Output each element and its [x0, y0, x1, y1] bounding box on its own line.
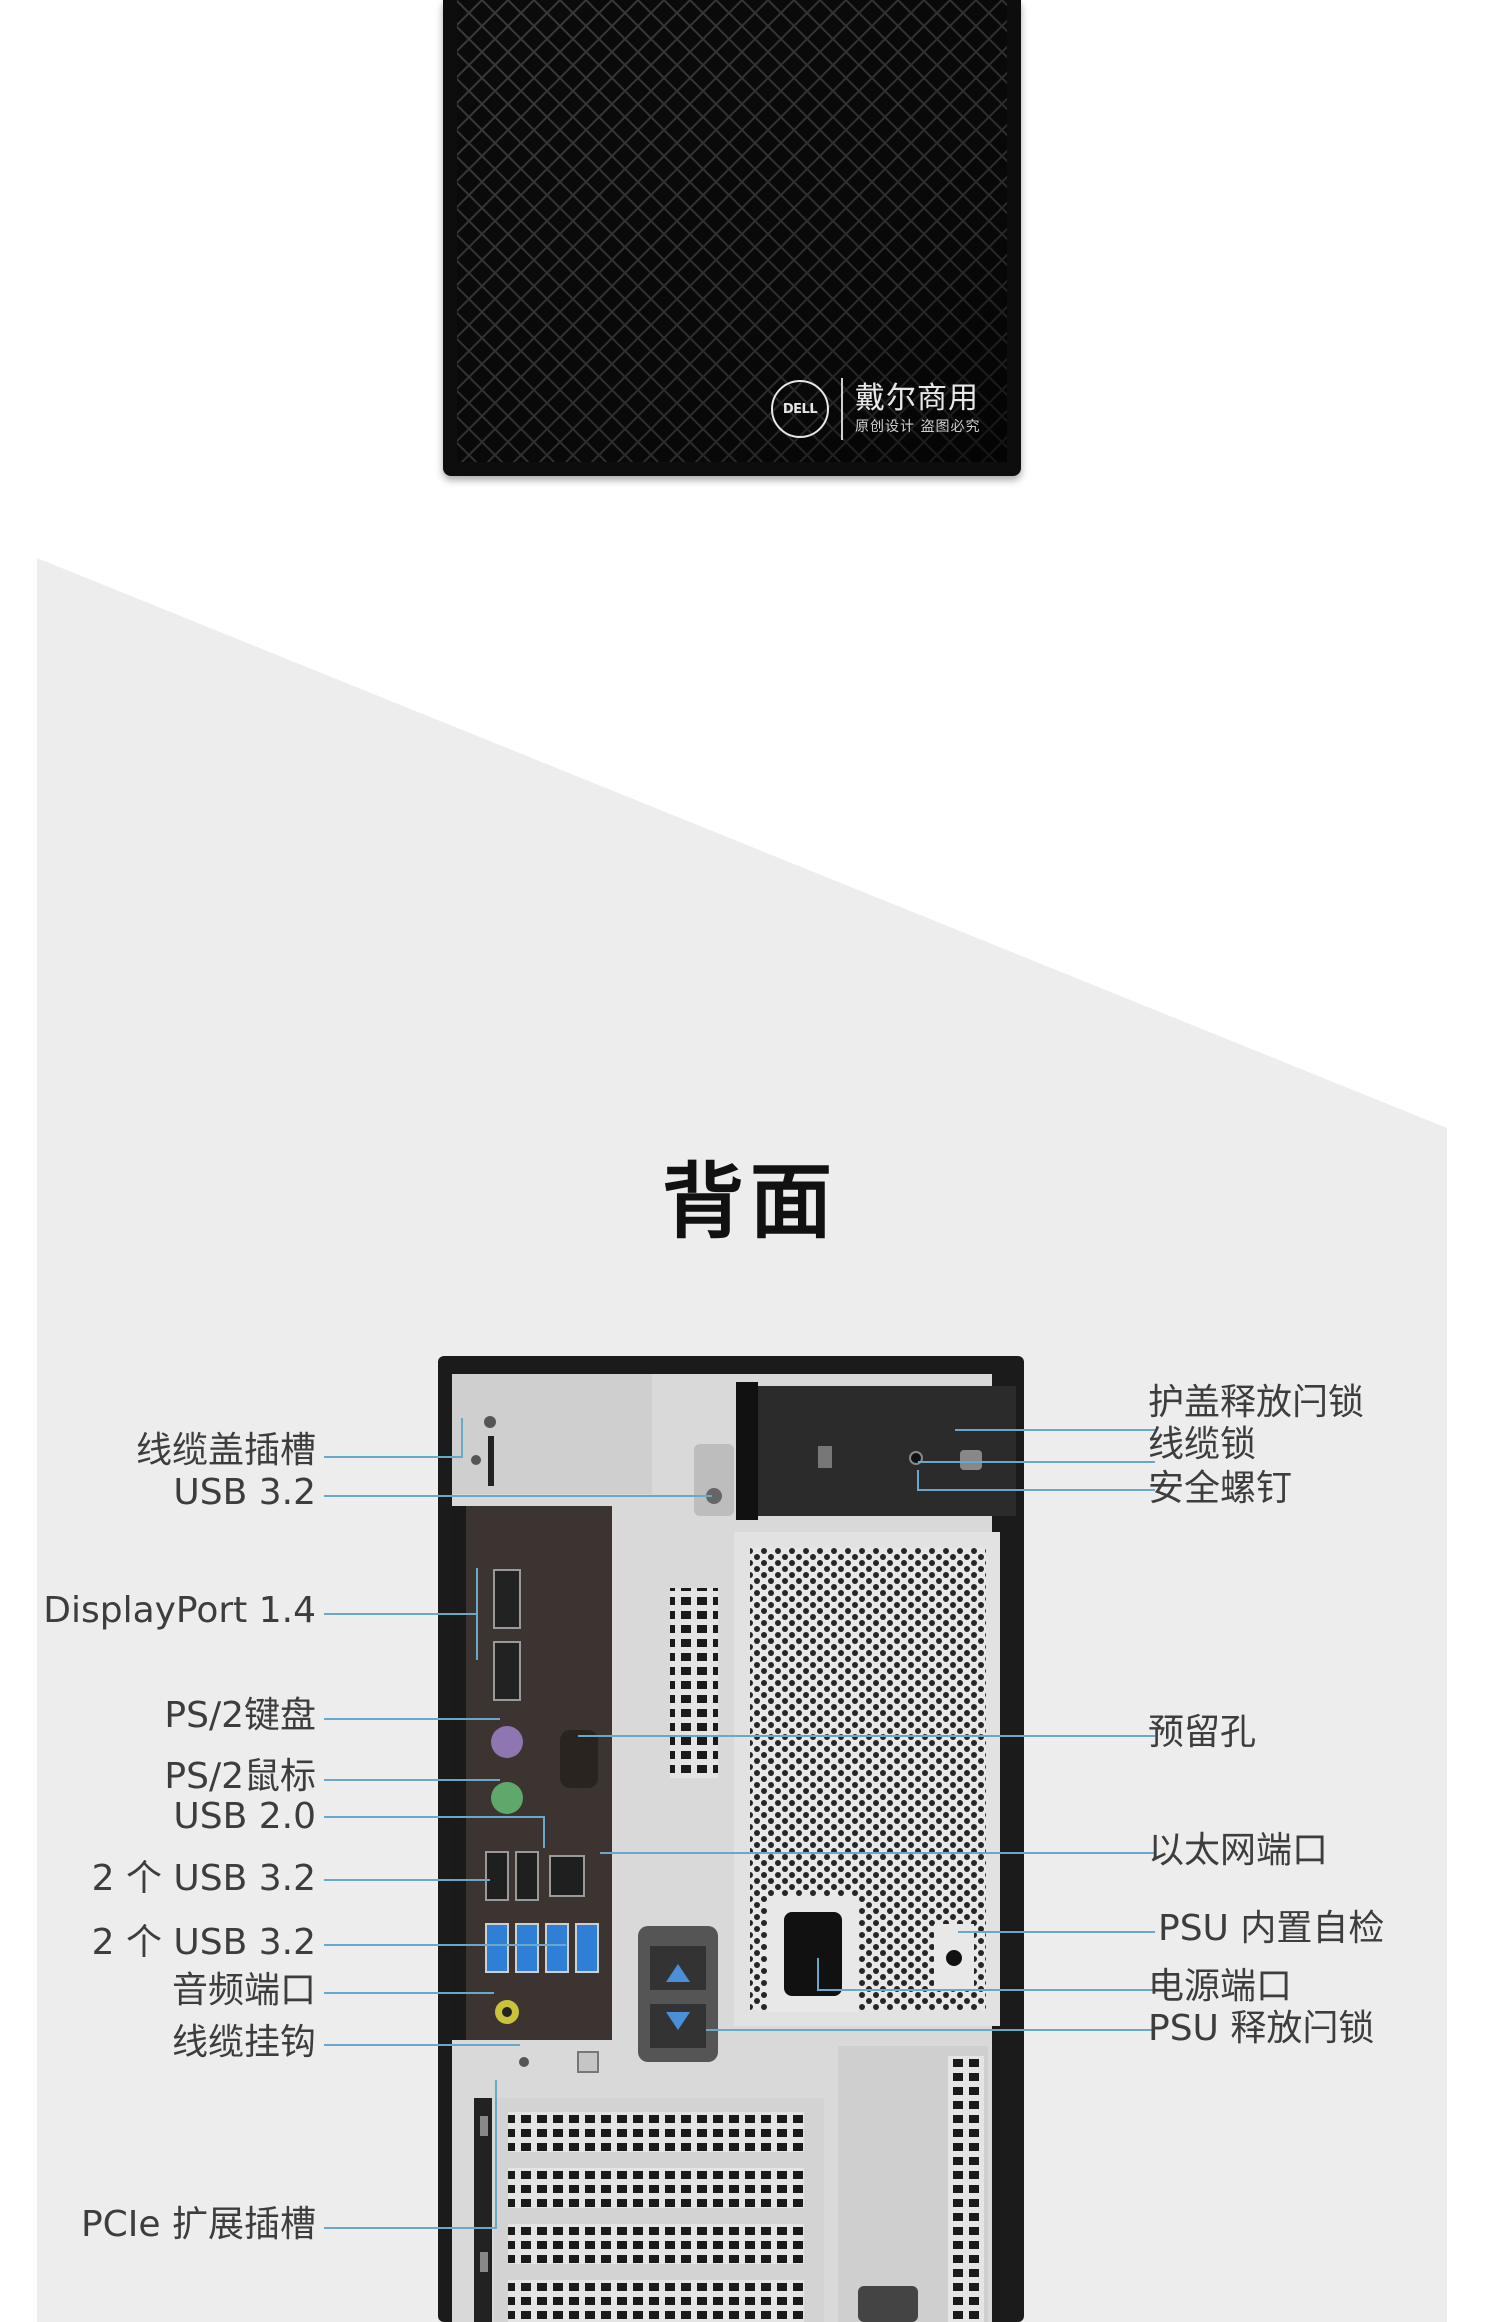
front-panel-image: DELL 戴尔商用 原创设计 盗图必究	[443, 0, 1021, 476]
section-title: 背面	[661, 1155, 838, 1250]
logo-divider	[841, 378, 843, 440]
dell-brand-block: DELL 戴尔商用 原创设计 盗图必究	[771, 374, 980, 444]
callout-ethernet: 以太网端口	[1148, 1830, 1329, 1871]
callout-psu-bist: PSU 内置自检	[1158, 1908, 1385, 1949]
mesh-grille	[457, 0, 1007, 462]
callout-psu-release-latch: PSU 释放闩锁	[1148, 2008, 1375, 2049]
callout-displayport: DisplayPort 1.4	[43, 1590, 316, 1631]
callout-cable-lock: 线缆锁	[1148, 1424, 1257, 1465]
brand-name: 戴尔商用	[855, 381, 979, 416]
callout-security-screw: 安全螺钉	[1148, 1468, 1293, 1509]
callout-usb32-top: USB 3.2	[173, 1472, 316, 1513]
callout-usb32-pair-a: 2 个 USB 3.2	[91, 1858, 316, 1899]
callout-cable-cover-slot: 线缆盖插槽	[135, 1430, 316, 1471]
callout-audio-port: 音频端口	[171, 1970, 316, 2011]
brand-text: 戴尔商用 原创设计 盗图必究	[855, 382, 980, 436]
callout-power-port: 电源端口	[1148, 1966, 1293, 2007]
brand-slogan: 原创设计 盗图必究	[855, 419, 981, 435]
pc-rear-image	[438, 1356, 1024, 2322]
callout-usb32-pair-b: 2 个 USB 3.2	[91, 1922, 316, 1963]
callout-cable-hook: 线缆挂钩	[171, 2022, 316, 2063]
callout-cover-release-latch: 护盖释放闩锁	[1148, 1382, 1365, 1423]
callout-ps2-keyboard: PS/2键盘	[164, 1695, 316, 1736]
dell-logo: DELL	[771, 380, 829, 438]
callout-knockout: 预留孔	[1148, 1712, 1257, 1753]
callout-pcie-slots: PCIe 扩展插槽	[80, 2204, 316, 2245]
callout-ps2-mouse: PS/2鼠标	[164, 1756, 316, 1797]
callout-usb20: USB 2.0	[173, 1796, 316, 1837]
